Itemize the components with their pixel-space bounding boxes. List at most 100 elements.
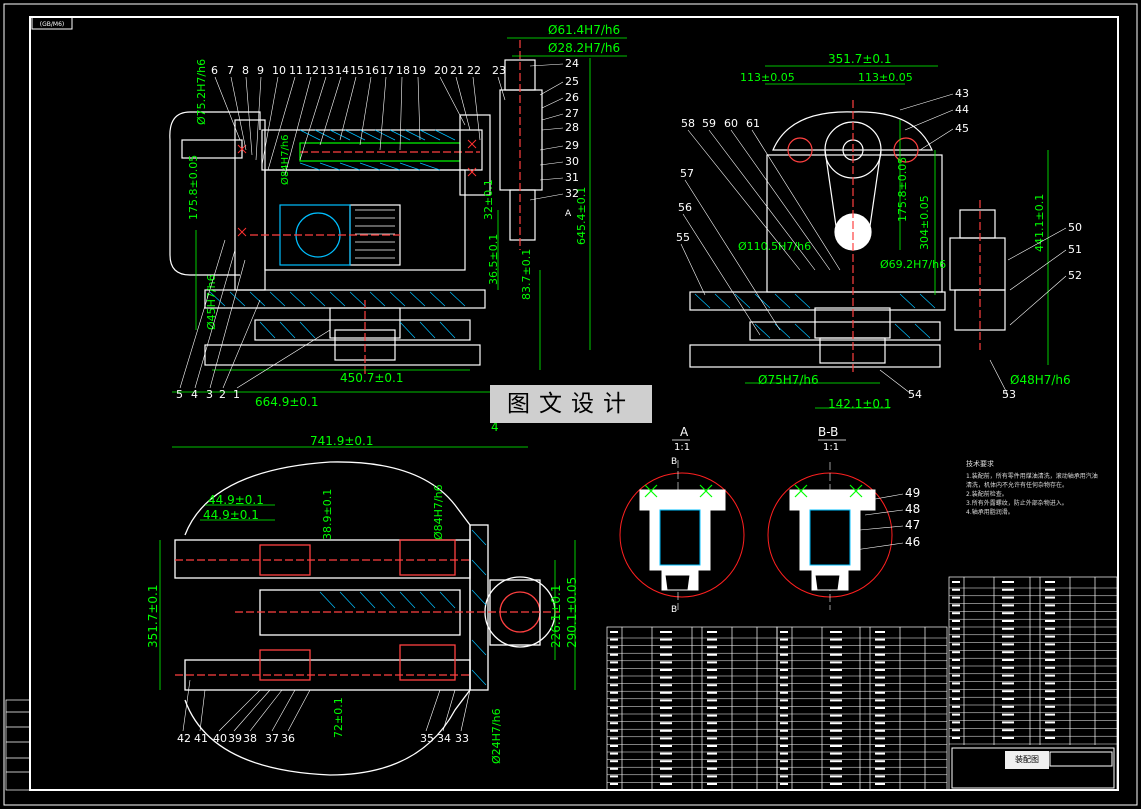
bom-cell-mark	[1045, 690, 1055, 693]
bom-cell-mark	[1045, 604, 1055, 607]
bom-cell-mark	[660, 684, 672, 687]
part-48: 48	[905, 502, 920, 516]
part-51: 51	[1068, 243, 1082, 256]
top-dim-d24: Ø24H7/h6	[490, 708, 503, 764]
bom-cell-mark	[707, 707, 717, 709]
top-dim-72: 72±0.1	[332, 697, 345, 738]
front-part-numbers-right: 24 25 26 27 28 29 30 31 32 A	[565, 57, 579, 219]
bom-cell-mark	[780, 631, 788, 633]
bom-cell-mark	[830, 752, 842, 755]
part-52: 52	[1068, 269, 1082, 282]
bom-cell-mark	[660, 737, 672, 740]
bom-cell-mark	[830, 714, 842, 717]
dim-d28-2: Ø28.2H7/h6	[548, 41, 620, 55]
bom-cell-mark	[707, 631, 717, 633]
side-dim-175-8: 175.8±0.05	[896, 157, 909, 222]
section-bb-scale: 1:1	[823, 442, 839, 453]
part-56: 56	[678, 201, 692, 214]
bom-cell-mark	[610, 722, 618, 725]
bom-cell-mark	[780, 638, 788, 641]
bom-cell-mark	[610, 707, 618, 709]
bom-cell-mark	[952, 604, 960, 607]
bom-cell-mark	[1002, 721, 1014, 724]
bom-cell-mark	[830, 676, 842, 679]
part-16: 16	[365, 64, 379, 77]
front-part-numbers-top: 6 7 8 9 10 11 12 13 14 15 16 17 18 19 20…	[211, 64, 506, 77]
bom-cell-mark	[707, 722, 717, 725]
tech-line-2: 清洗，机体内不允许有任何杂物存在。	[966, 482, 1069, 489]
bom-cell-mark	[875, 714, 885, 717]
top-dim-44-9a: 44.9±0.1	[208, 493, 264, 507]
side-part-numbers: 58 59 60 61 57 56 55 43 44 45 50 51 52 5…	[676, 87, 1082, 401]
bom-cell-mark	[707, 653, 717, 656]
front-hatching	[209, 129, 466, 339]
bom-cell-mark	[1002, 588, 1014, 591]
bom-cell-mark	[875, 783, 885, 785]
bom-cell-mark	[610, 729, 618, 732]
bom-cell-mark	[875, 737, 885, 740]
side-dim-113-right: 113±0.05	[858, 71, 913, 84]
part-15: 15	[350, 64, 364, 77]
bom-cell-mark	[780, 722, 788, 725]
bom-cell-mark	[707, 699, 717, 702]
bom-cell-mark	[1045, 659, 1055, 661]
part-2: 2	[219, 388, 226, 401]
bom-cell-mark	[830, 767, 842, 770]
part-49: 49	[905, 486, 920, 500]
bom-cell-mark	[1002, 604, 1014, 607]
bom-cell-mark	[1045, 596, 1055, 599]
title-block-frame	[951, 747, 1115, 789]
technical-requirements: 技术要求 1.装配前，所有零件用煤油清洗，滚动轴承用汽油 清洗，机体内不允许有任…	[966, 460, 1111, 517]
section-a-scale: 1:1	[674, 442, 690, 453]
part-21: 21	[450, 64, 464, 77]
bom-cell-mark	[780, 653, 788, 656]
bom-cell-mark	[1045, 635, 1055, 638]
bom-cell-mark	[1045, 627, 1055, 630]
bom-cell-mark	[707, 783, 717, 785]
bom-cell-mark	[875, 631, 885, 633]
bom-table-left	[606, 576, 1118, 791]
part-33: 33	[455, 732, 469, 745]
bom-cell-mark	[1045, 666, 1055, 669]
front-leaders-bottom	[179, 239, 331, 389]
section-b-leaders	[854, 493, 904, 551]
bom-cell-mark	[952, 651, 960, 654]
section-a-title: A	[680, 425, 689, 439]
bom-cell-mark	[830, 646, 842, 649]
section-a-marker-b-top: B	[671, 457, 677, 467]
bom-cell-mark	[707, 661, 717, 664]
bom-cell-mark	[830, 775, 842, 778]
bom-cell-mark	[1002, 581, 1014, 583]
bom-cell-mark	[1045, 737, 1055, 739]
left-title-strip	[5, 699, 31, 791]
bom-cell-mark	[660, 669, 672, 671]
side-dim-113-left: 113±0.05	[740, 71, 795, 84]
bom-cell-mark	[660, 661, 672, 664]
section-a-view: A 1:1 B B	[619, 425, 745, 615]
bom-cell-mark	[780, 737, 788, 740]
bom-cell-mark	[1002, 737, 1014, 739]
part-40: 40	[213, 732, 227, 745]
title-block-label: 装配图	[1005, 751, 1049, 769]
dim-32: 32±0.1	[482, 179, 495, 220]
bom-cell-mark	[660, 638, 672, 641]
top-hatching	[319, 529, 487, 686]
part-55: 55	[676, 231, 690, 244]
bom-cell-mark	[875, 691, 885, 694]
bom-cell-mark	[1002, 651, 1014, 654]
bom-cell-mark	[1045, 588, 1055, 591]
front-leaders-right	[529, 63, 564, 201]
dim-83-7: 83.7±0.1	[520, 249, 533, 300]
part-39: 39	[228, 732, 242, 745]
part-14: 14	[335, 64, 349, 77]
bom-cell-mark	[1045, 729, 1055, 732]
bom-cell-mark	[875, 676, 885, 679]
part-27: 27	[565, 107, 579, 120]
sheet-border	[3, 3, 1138, 806]
bom-cell-mark	[830, 707, 842, 709]
part-13: 13	[320, 64, 334, 77]
side-leaders	[680, 93, 1067, 396]
dim-175-8: 175.8±0.05	[187, 155, 200, 220]
side-dim-d75: Ø75H7/h6	[758, 373, 819, 387]
bom-cell-mark	[830, 691, 842, 694]
